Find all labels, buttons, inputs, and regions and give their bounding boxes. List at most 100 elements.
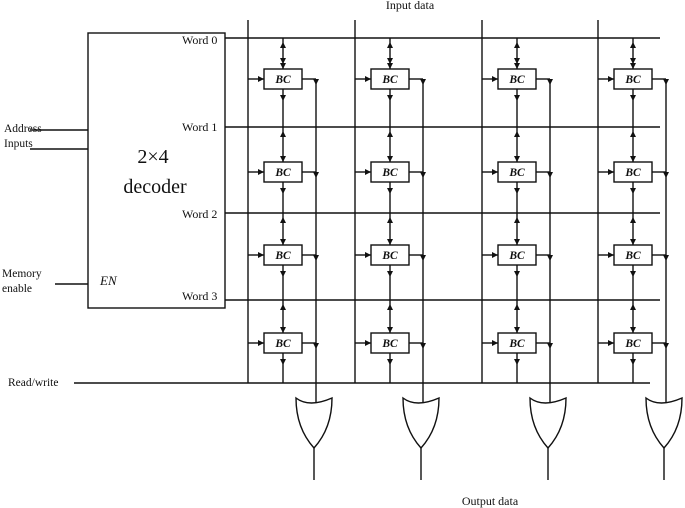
cell-1-0-in-arrow [280,156,286,162]
or-gate-3 [645,396,683,450]
memory-enable-label-2: enable [2,283,32,295]
cell-3-0-in-arrow [280,327,286,333]
cell-2-2-in-arrow [514,239,520,245]
or-gate-0 [295,396,333,450]
cell-2-0-word-arrow [280,217,286,223]
cell-3-1-word-arrow [387,304,393,310]
bc-cell-3-1-label: BC [381,338,398,350]
bc-cell-0-1-label: BC [381,74,398,86]
bc-cell-0-1 [370,68,410,90]
cell-3-2-between-arrow [514,359,520,365]
cell-3-1-between-arrow [387,359,393,365]
cell-1-1-out-arrow [420,172,426,178]
cell-3-3-between-arrow [630,359,636,365]
cell-1-0-out-arrow [313,172,319,178]
bc-cell-0-0 [263,68,303,90]
cell-2-3-between-arrow [630,271,636,277]
bc-cell-1-0 [263,161,303,183]
cell-3-2-rail-arrow [492,340,498,346]
bc-cell-3-0-label: BC [274,338,291,350]
bc-cell-1-3 [613,161,653,183]
cell-2-0-between-arrow [280,271,286,277]
decoder-enable-label: EN [99,273,118,288]
cell-2-2-out-arrow [547,255,553,261]
decoder-box [87,32,226,309]
cell-3-0-between-arrow [280,359,286,365]
bc-cell-1-2 [497,161,537,183]
cell-1-3-out-arrow [663,172,669,178]
cell-3-0-out-arrow [313,343,319,349]
cell-0-2-in-arrow [514,63,520,69]
cell-2-1-word-arrow [387,217,393,223]
cell-0-1-in-arrow [387,63,393,69]
cell-3-2-word-arrow [514,304,520,310]
bc-cell-1-3-label: BC [624,167,641,179]
cell-0-1-out-arrow [420,79,426,85]
bc-cell-3-1 [370,332,410,354]
bc-cell-1-1 [370,161,410,183]
cell-2-1-rail-arrow [365,252,371,258]
cell-0-0-word-arrow [280,42,286,48]
cell-2-0-in-arrow [280,239,286,245]
cell-1-1-in-arrow [387,156,393,162]
address-inputs-label-2: Inputs [4,138,33,150]
bc-cell-2-1-label: BC [381,250,398,262]
word-1-label: Word 1 [182,120,217,134]
cell-0-0-in-arrow [280,63,286,69]
or-gate-1 [402,396,440,450]
bc-cell-2-3 [613,244,653,266]
cell-1-1-between-arrow [387,188,393,194]
address-inputs-label-1: Address [4,123,42,135]
cell-2-0-rail-arrow [258,252,264,258]
cell-2-2-rail-arrow [492,252,498,258]
cell-0-2-out-arrow [547,79,553,85]
cell-3-2-in-arrow [514,327,520,333]
column-1-input-arrow [387,58,393,64]
bc-cell-1-0-label: BC [274,167,291,179]
bc-cell-0-2-label: BC [508,74,525,86]
cell-3-1-in-arrow [387,327,393,333]
cell-0-0-rail-arrow [258,76,264,82]
bc-cell-2-0-label: BC [274,250,291,262]
word-3-label: Word 3 [182,289,217,303]
cell-0-1-word-arrow [387,42,393,48]
word-0-label: Word 0 [182,33,217,47]
column-3-input-arrow [630,58,636,64]
cell-1-0-rail-arrow [258,169,264,175]
cell-1-3-in-arrow [630,156,636,162]
input-data-label: Input data [386,0,435,12]
cell-2-3-in-arrow [630,239,636,245]
cell-2-3-out-arrow [663,255,669,261]
bc-cell-3-2 [497,332,537,354]
cell-2-3-rail-arrow [608,252,614,258]
cell-1-3-between-arrow [630,188,636,194]
cell-0-3-rail-arrow [608,76,614,82]
cell-1-3-word-arrow [630,131,636,137]
bc-cell-2-2-label: BC [508,250,525,262]
cell-1-2-between-arrow [514,188,520,194]
cell-2-1-in-arrow [387,239,393,245]
read-write-label: Read/write [8,377,58,389]
decoder-subtitle: decoder [123,176,187,198]
cell-1-1-word-arrow [387,131,393,137]
bc-cell-0-3-label: BC [624,74,641,86]
cell-3-3-out-arrow [663,343,669,349]
bc-cell-0-0-label: BC [274,74,291,86]
cell-0-0-between-arrow [280,95,286,101]
cell-3-3-rail-arrow [608,340,614,346]
word-2-label: Word 2 [182,207,217,221]
bc-cell-3-3 [613,332,653,354]
cell-0-2-rail-arrow [492,76,498,82]
cell-2-0-out-arrow [313,255,319,261]
decoder-title: 2×4 [137,146,168,168]
cell-1-3-rail-arrow [608,169,614,175]
cell-3-3-in-arrow [630,327,636,333]
cell-2-2-between-arrow [514,271,520,277]
cell-0-3-in-arrow [630,63,636,69]
cell-1-0-word-arrow [280,131,286,137]
cell-3-1-rail-arrow [365,340,371,346]
cell-0-3-word-arrow [630,42,636,48]
cell-1-0-between-arrow [280,188,286,194]
cell-3-0-word-arrow [280,304,286,310]
